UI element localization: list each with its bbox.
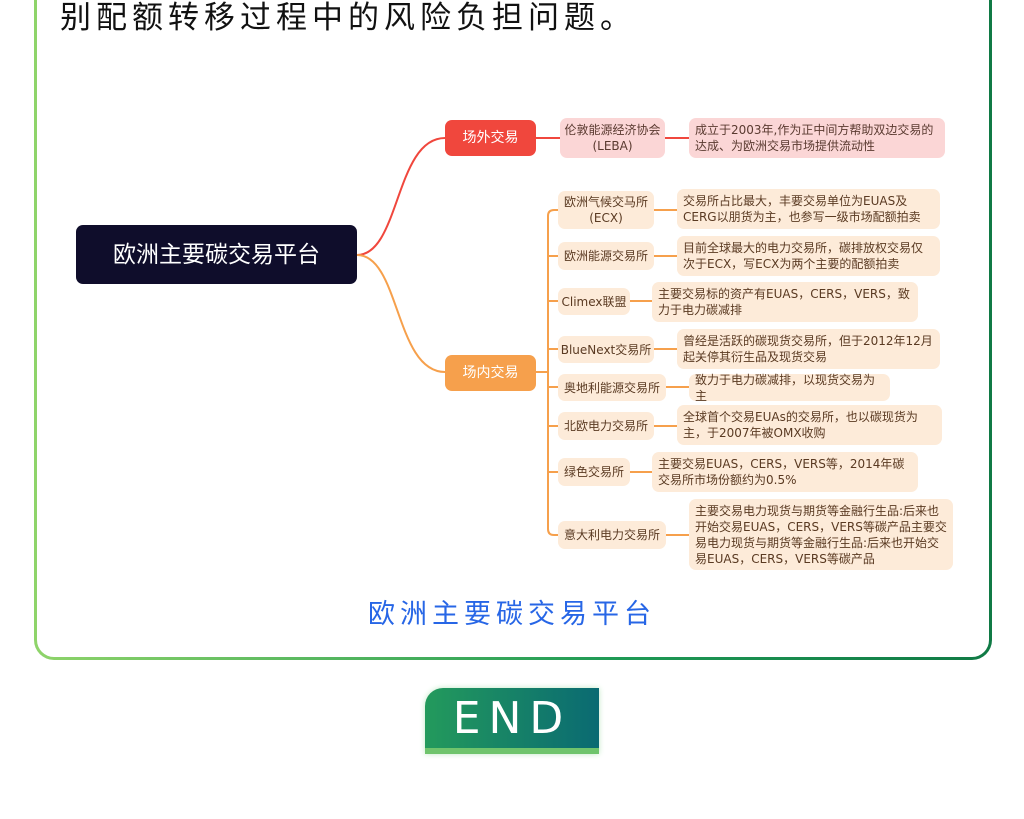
exchange-desc-ecx: 交易所占比最大，丰要交易单位为EUAS及CERG以朋货为主，也参写一级市场配额拍… (677, 189, 940, 229)
exchange-node[interactable]: 场内交易 (445, 355, 536, 391)
leba-desc: 成立于2003年,作为正中间方帮助双边交易的达成、为欧洲交易市场提供流动性 (689, 118, 945, 158)
leba-node[interactable]: 伦敦能源经济协会 (LEBA) (560, 118, 665, 158)
exchange-item-italy[interactable]: 意大利电力交易所 (558, 521, 666, 549)
exchange-desc-climex: 主要交易标的资产有EUAS，CERS，VERS，致力于电力碳减排 (652, 282, 918, 322)
exchange-item-green[interactable]: 绿色交易所 (558, 458, 630, 486)
exchange-desc-green: 主要交易EUAS，CERS，VERS等，2014年碳交易所市场份额约为0.5% (652, 452, 918, 492)
root-node[interactable]: 欧洲主要碳交易平台 (76, 225, 357, 284)
exchange-desc-italy: 主要交易电力现货与期货等金融行生品:后来也开始交易EUAS，CERS，VERS等… (689, 499, 953, 570)
intro-text: 别配额转移过程中的风险负担问题。 (60, 0, 636, 36)
exchange-desc-austria: 致力于电力碳减排，以现货交易为主 (689, 373, 890, 403)
end-badge: END (425, 688, 599, 754)
exchange-item-nordpool[interactable]: 北欧电力交易所 (558, 412, 654, 440)
otc-node[interactable]: 场外交易 (445, 120, 536, 156)
exchange-item-eex[interactable]: 欧洲能源交易所 (558, 242, 654, 270)
exchange-item-ecx[interactable]: 欧洲气候交马所 (ECX) (558, 191, 654, 229)
diagram-caption: 欧洲主要碳交易平台 (368, 599, 656, 630)
exchange-item-austria[interactable]: 奥地利能源交易所 (558, 374, 666, 401)
exchange-desc-eex: 目前全球最大的电力交易所，碳排放权交易仅次于ECX，写ECX为两个主要的配额拍卖 (677, 236, 940, 276)
exchange-item-bluenext[interactable]: BlueNext交易所 (558, 336, 654, 363)
exchange-desc-bluenext: 曾经是活跃的碳现货交易所，但于2012年12月起关停其衍生品及现货交易 (677, 329, 940, 369)
exchange-desc-nordpool: 全球首个交易EUAs的交易所，也以碳现货为主，于2007年被OMX收购 (677, 405, 942, 445)
exchange-item-climex[interactable]: Climex联盟 (558, 288, 630, 315)
